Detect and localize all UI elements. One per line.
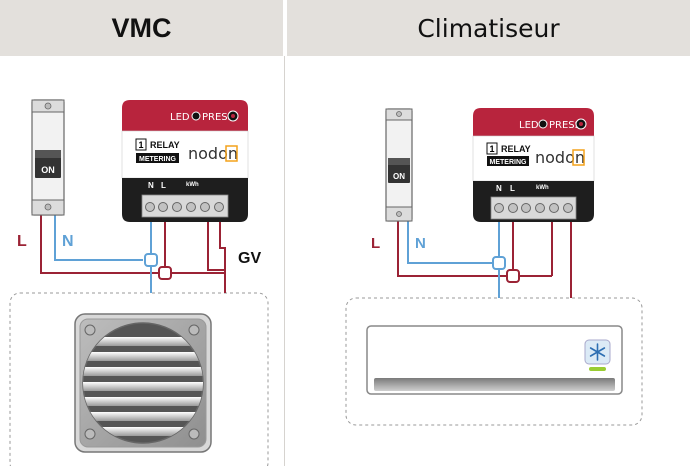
vmc-wires: [40, 213, 226, 293]
ac-press-label: PRESS: [549, 120, 581, 131]
vmc-nodon-module: LED PRESS 1 RELAY METERING nodon N L kWh: [121, 100, 249, 222]
ventilation-grille-icon: [74, 313, 212, 453]
ac-breaker: ON: [385, 108, 413, 222]
vmc-live-junction: [158, 266, 172, 280]
ac-wires: [397, 220, 572, 298]
header-vmc-title: VMC: [111, 12, 172, 43]
air-conditioner-snowflake-icon: [366, 325, 623, 395]
header-vmc: VMC: [0, 0, 283, 56]
ac-metering-label: METERING: [490, 159, 528, 166]
ac-status-led: [589, 367, 606, 371]
vmc-label-L: L: [17, 233, 27, 250]
ac-led-label: LED: [519, 120, 539, 131]
ac-terminal-L-label: L: [510, 184, 515, 193]
vmc-relay-count: 1: [138, 140, 143, 150]
vmc-gv-wire: [219, 222, 226, 293]
ac-live-junction: [506, 269, 520, 283]
ac-neutral-wire: [407, 220, 493, 264]
vmc-breaker: ON: [31, 99, 65, 216]
vmc-terminal-L-label: L: [161, 181, 166, 190]
vmc-neutral-junction: [144, 253, 158, 267]
ac-metering-badge: [487, 156, 529, 166]
vmc-brand-accent: [225, 145, 238, 162]
vmc-brand-logo: nodon: [188, 144, 238, 163]
vmc-relay-label: RELAY: [150, 140, 180, 150]
vmc-led-icon: [191, 111, 201, 121]
ac-label-L: L: [371, 235, 380, 252]
ac-brand-logo: nodon: [535, 148, 585, 167]
panel-divider-line: [284, 56, 285, 466]
ac-led-icon: [538, 119, 548, 129]
ac-terminal-kwh-label: kWh: [536, 185, 549, 191]
ac-relay-label: RELAY: [501, 144, 531, 154]
vmc-neutral-wire: [54, 214, 143, 261]
ac-relay-count: 1: [489, 144, 494, 154]
ac-live-wire: [397, 220, 507, 277]
ac-label-N: N: [415, 235, 426, 252]
vmc-live-wire: [40, 213, 160, 274]
vmc-panel: ON L N GV LED PRESS 1 RELAY MET: [9, 99, 269, 466]
ac-screw-terminals: [494, 203, 573, 213]
header-climatiseur-title: Climatiseur: [417, 13, 560, 43]
vmc-breaker-on-label: ON: [41, 165, 55, 175]
vmc-label-GV: GV: [238, 250, 261, 267]
ac-neutral-junction: [492, 256, 506, 270]
ac-nodon-module: LED PRESS 1 RELAY METERING nodon N L kWh: [472, 108, 595, 222]
vmc-label-N: N: [62, 233, 74, 250]
vmc-relay-out: [207, 222, 225, 271]
vmc-led-label: LED: [170, 112, 190, 123]
ac-terminal-N-label: N: [496, 184, 502, 193]
panel-divider: [283, 0, 287, 466]
vmc-terminal-N-label: N: [148, 181, 154, 190]
vmc-screw-terminals: [145, 202, 224, 212]
vmc-metering-label: METERING: [139, 156, 177, 163]
climatiseur-panel: ON L N LED PRESS 1 RELAY METERING nodon: [345, 108, 643, 426]
vmc-device-frame: [9, 292, 269, 466]
vmc-live-wire-out: [170, 272, 226, 293]
vmc-press-label: PRESS: [202, 112, 234, 123]
vmc-terminal-kwh-label: kWh: [186, 182, 199, 188]
ac-brand-accent: [572, 149, 585, 166]
vmc-metering-badge: [136, 153, 179, 163]
ac-breaker-on-label: ON: [393, 172, 405, 181]
ac-device-frame: [345, 297, 643, 426]
header-climatiseur: Climatiseur: [287, 0, 690, 56]
